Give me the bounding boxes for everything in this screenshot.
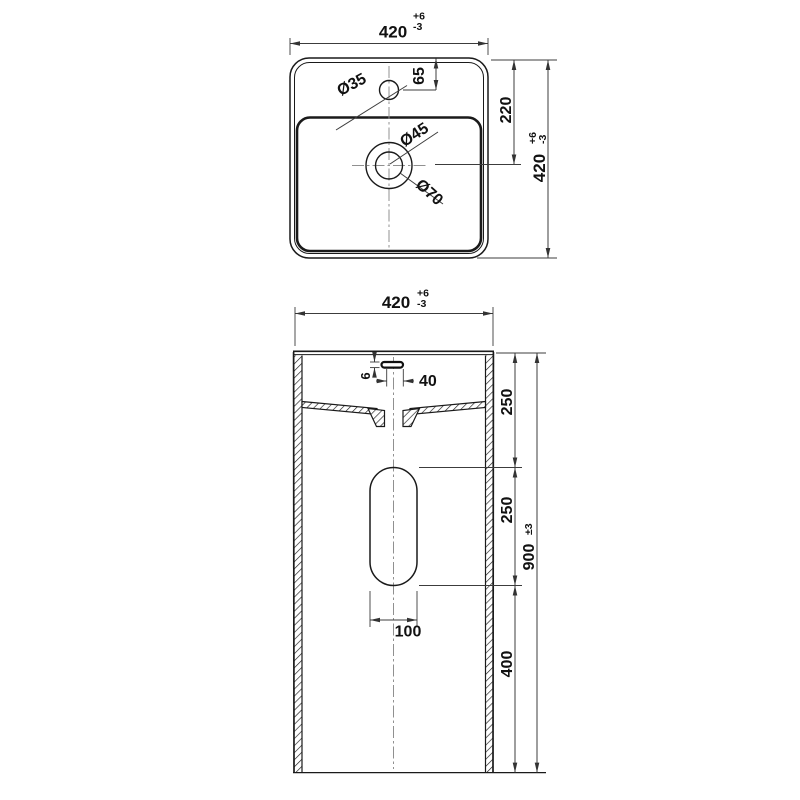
top-depth-tol-plus: +6 bbox=[527, 132, 539, 144]
faucet-offset-label: 65 bbox=[411, 67, 428, 85]
front-width-value: 420 bbox=[382, 293, 410, 312]
drain-outer-diameter-label: Ø70 bbox=[412, 176, 446, 209]
overflow-width-label: 40 bbox=[419, 373, 437, 390]
drain-inner-diameter-label: Ø45 bbox=[397, 120, 432, 151]
faucet-diameter-label: Ø35 bbox=[335, 70, 370, 99]
drain-outer-diameter-leader bbox=[399, 172, 444, 205]
total-height-tol: ±3 bbox=[523, 523, 535, 535]
overflow-slot bbox=[380, 360, 405, 369]
front-view: 420 +6 -3 6 40 bbox=[292, 288, 546, 774]
drain-boss-left bbox=[366, 407, 386, 428]
top-width-tol-plus: +6 bbox=[413, 11, 425, 23]
right-wall-section bbox=[485, 355, 494, 772]
front-width-tol-minus: -3 bbox=[417, 298, 426, 310]
faucet-hole bbox=[378, 79, 400, 101]
total-height-dim-group: 900 ±3 bbox=[521, 523, 538, 570]
drain-hole-outer bbox=[365, 141, 413, 190]
drain-offset-label: 220 bbox=[498, 97, 515, 124]
cutout-width-label: 100 bbox=[395, 624, 422, 641]
pedestal-cutout bbox=[369, 466, 418, 587]
top-view: Ø35 Ø45 Ø70 420 +6 -3 65 220 420 +6 -3 bbox=[289, 11, 557, 259]
drain-hole-inner bbox=[374, 151, 404, 180]
faucet-diameter-leader bbox=[335, 85, 408, 131]
top-view-outer-rim bbox=[289, 57, 489, 259]
drain-boss-right bbox=[402, 407, 421, 428]
front-width-tol-plus: +6 bbox=[417, 288, 429, 300]
left-wall-section bbox=[293, 355, 302, 772]
total-height-value: 900 bbox=[521, 544, 538, 571]
top-view-inner-rim bbox=[294, 62, 484, 254]
overflow-height-label: 6 bbox=[358, 372, 373, 379]
top-width-tol-minus: -3 bbox=[413, 21, 422, 33]
drain-inner-diameter-leader bbox=[389, 131, 439, 165]
top-depth-value: 420 bbox=[530, 154, 549, 182]
base-section-label: 400 bbox=[499, 651, 516, 678]
top-depth-dim-group: 420 +6 -3 bbox=[527, 132, 549, 182]
basin-section-label: 250 bbox=[499, 389, 516, 416]
basin-floor-right bbox=[409, 400, 487, 416]
basin-floor-left bbox=[301, 400, 378, 416]
cutout-section-label: 250 bbox=[499, 497, 516, 524]
top-depth-tol-minus: -3 bbox=[537, 135, 549, 144]
top-width-value: 420 bbox=[379, 23, 407, 42]
